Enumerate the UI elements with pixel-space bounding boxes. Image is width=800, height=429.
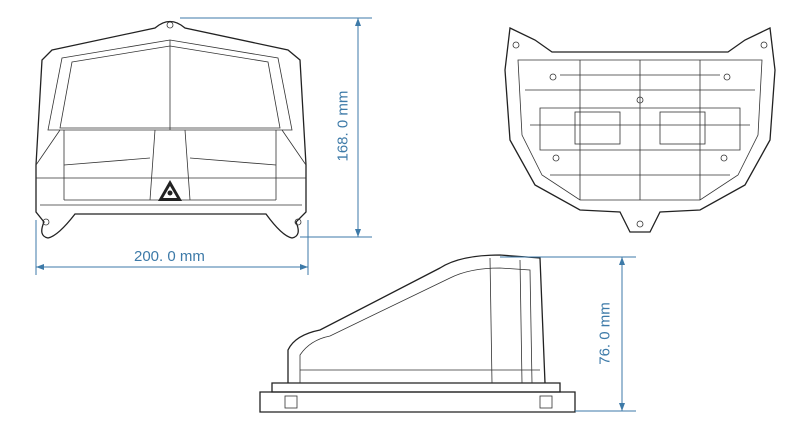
dimension-lines (35, 17, 636, 412)
front-view (35, 20, 307, 239)
side-view (259, 254, 576, 413)
depth-dimension-label: 76. 0 mm (596, 302, 614, 365)
height-dimension-label: 168. 0 mm (334, 90, 352, 162)
bottom-view (504, 27, 776, 233)
width-dimension-label: 200. 0 mm (134, 248, 205, 265)
